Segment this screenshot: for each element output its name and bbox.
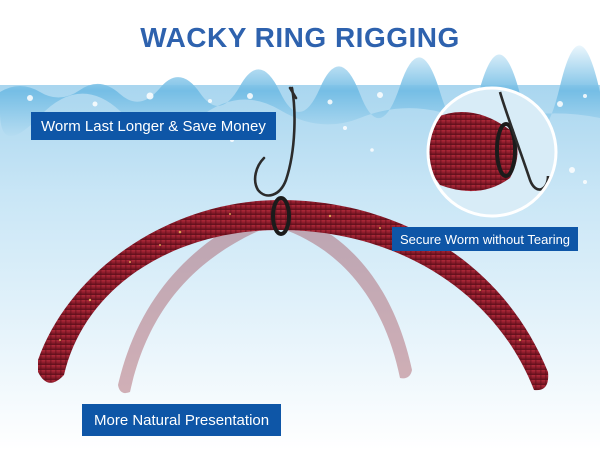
feature-label-longer-lasting: Worm Last Longer & Save Money bbox=[31, 112, 276, 140]
zoom-detail-bubble bbox=[426, 86, 558, 218]
feature-label-secure-worm: Secure Worm without Tearing bbox=[392, 227, 579, 251]
water-bubbles bbox=[27, 92, 587, 184]
wacky-hook bbox=[253, 86, 298, 197]
feature-label-natural-presentation: More Natural Presentation bbox=[82, 404, 282, 436]
o-ring bbox=[271, 196, 291, 236]
page-title: WACKY RING RIGGING bbox=[140, 22, 460, 53]
